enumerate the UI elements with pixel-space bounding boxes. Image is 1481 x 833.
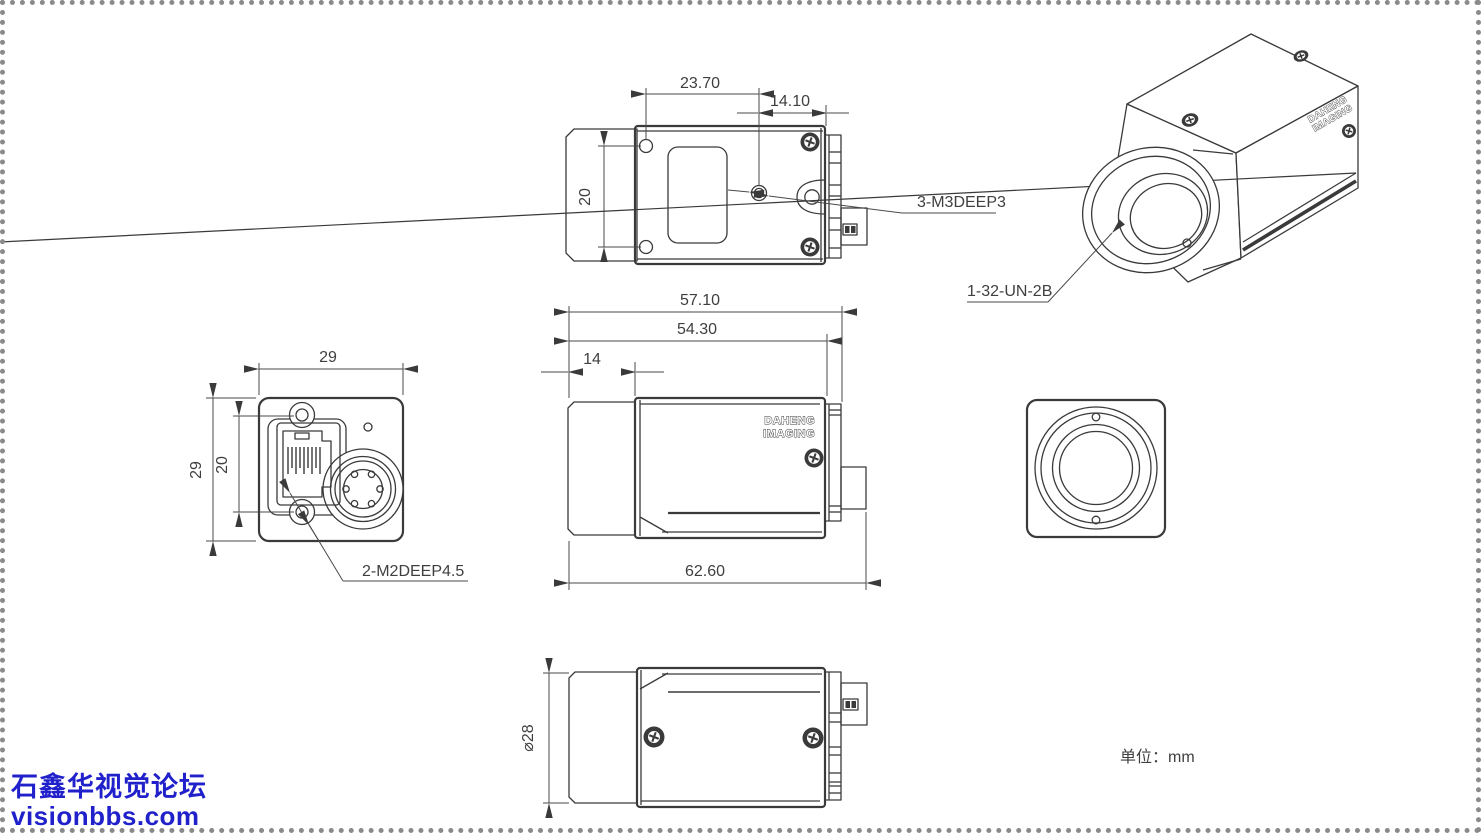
dim-side-without-connector: 57.10 [554, 292, 857, 402]
bottom-body-outline [635, 666, 827, 809]
screw-icon [1181, 113, 1199, 127]
perspective-view: DAHENG IMAGING 1-32-UN-2B [5, 33, 1359, 303]
top-view: 23.70 14.10 20 3-M3DEEP3 [565, 75, 1006, 266]
dim-label: 20 [577, 188, 594, 206]
dim-back-height: 29 [188, 383, 256, 556]
brand-line1: DAHENG [764, 415, 815, 427]
bottom-rear-connector [840, 682, 868, 726]
note-label: 3-M3DEEP3 [917, 194, 1006, 211]
screw-icon [800, 132, 820, 152]
dim-label: 29 [188, 461, 205, 479]
top-tab [796, 179, 826, 215]
screw-icon [800, 237, 820, 257]
note-label: 1-32-UN-2B [967, 283, 1052, 300]
screw-icon [804, 448, 824, 468]
note-back-screws: 2-M2DEEP4.5 [279, 478, 468, 582]
top-label-recess [667, 146, 728, 244]
dim-back-width: 29 [244, 349, 418, 395]
dim-label: 57.10 [680, 292, 720, 309]
dim-label: ⌀28 [520, 724, 537, 752]
watermark: 石鑫华视觉论坛 visionbbs.com [11, 772, 207, 832]
dim-label: 29 [319, 349, 337, 366]
persp-side-face [1235, 85, 1359, 259]
watermark-line1: 石鑫华视觉论坛 [11, 772, 207, 802]
top-lens-barrel [565, 128, 638, 262]
screw-icon [643, 726, 665, 748]
back-screw-hole-top [295, 408, 309, 422]
top-hole-front-upper [638, 138, 654, 154]
dim-label: 54.30 [677, 321, 717, 338]
top-hole-front-lower [638, 239, 654, 255]
persp-side-stripe [1242, 179, 1357, 252]
top-rear-ribs [824, 134, 842, 259]
back-view: 29 29 20 2-M2DEEP4.5 [188, 349, 468, 582]
side-lens-barrel [567, 401, 636, 536]
bottom-lens-barrel [568, 671, 638, 804]
dim-label: 20 [214, 456, 231, 474]
connector-pins [342, 470, 384, 508]
dim-label: 14.10 [770, 93, 810, 110]
dim-label: 14 [583, 351, 601, 368]
note-lens-thread: 1-32-UN-2B [967, 219, 1125, 303]
top-center-hole [750, 184, 768, 202]
screw-icon [802, 727, 824, 749]
dim-top-front-width: 23.70 [631, 75, 774, 186]
front-lens-opening [1058, 430, 1134, 506]
dim-top-rear-width: 14.10 [737, 93, 849, 126]
note-top-thread: 3-M3DEEP3 [727, 189, 1006, 214]
top-tab-hole [804, 189, 820, 205]
bottom-rear-ribs [824, 671, 842, 801]
watermark-line2: visionbbs.com [11, 801, 200, 832]
side-rear-connector [840, 466, 867, 510]
dim-back-hole-spacing: 20 [214, 401, 294, 527]
back-ethernet-jack [276, 422, 341, 506]
side-rear-ribs [824, 403, 842, 522]
front-hole-top [1091, 412, 1101, 422]
unit-label: 单位：mm [1120, 748, 1195, 766]
note-label: 2-M2DEEP4.5 [362, 563, 464, 580]
brand-line2: IMAGING [763, 428, 815, 440]
top-rear-connector [840, 207, 868, 246]
front-hole-bottom [1091, 515, 1101, 525]
screw-icon [1342, 124, 1356, 138]
dim-side-body-length: 54.30 [554, 321, 842, 396]
screw-icon [1293, 50, 1309, 62]
dim-bottom-lens-diameter: ⌀28 [520, 658, 569, 818]
dim-side-total-length: 62.60 [554, 512, 881, 590]
back-screw-bump-top [288, 401, 316, 429]
dim-label: 62.60 [685, 563, 725, 580]
back-led-hole [363, 422, 373, 432]
brand-logo: DAHENG IMAGING [763, 415, 815, 441]
front-view [1025, 398, 1167, 539]
technical-drawing-canvas: 23.70 14.10 20 3-M3DEEP3 [5, 33, 1359, 818]
persp-lens-front [1081, 146, 1221, 274]
dim-side-lens-length: 14 [541, 351, 664, 396]
dim-label: 23.70 [680, 75, 720, 92]
front-lens-ring [1034, 406, 1158, 530]
persp-lens-setscrew-hole [1182, 238, 1192, 248]
dim-top-hole-spacing: 20 [577, 131, 641, 262]
side-view: DAHENG IMAGING 57.10 [541, 292, 881, 590]
bottom-view: ⌀28 [520, 658, 868, 818]
front-body-outline [1025, 398, 1167, 539]
